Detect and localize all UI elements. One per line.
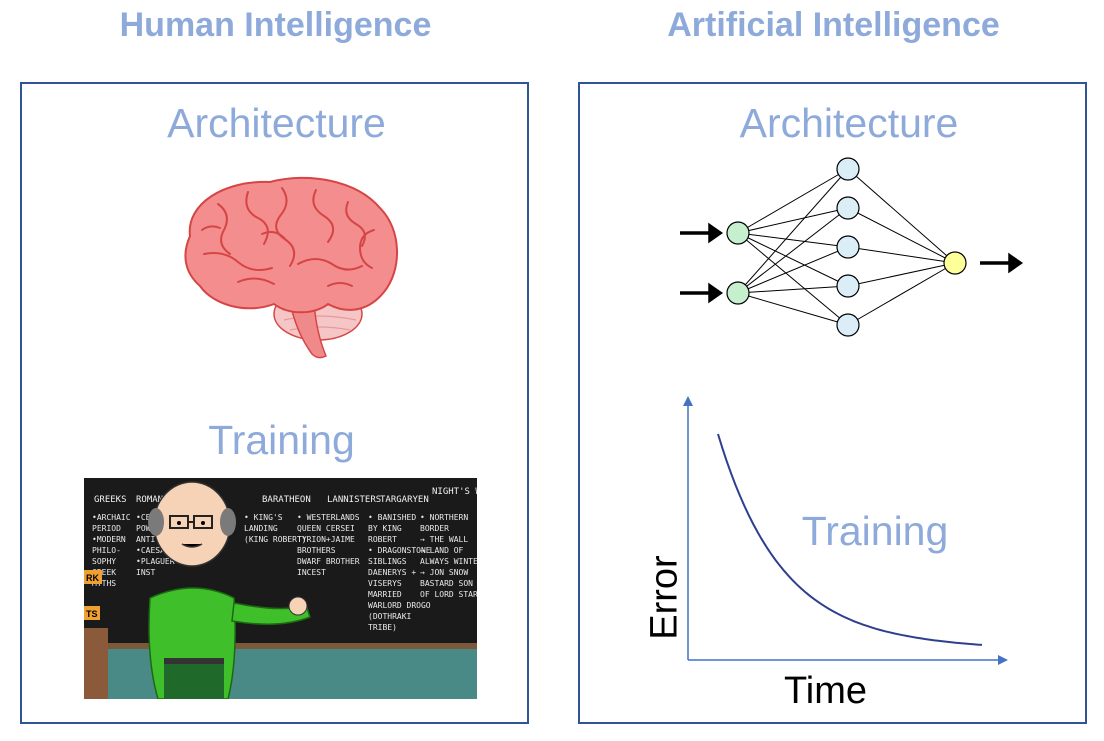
network-edge <box>737 246 849 294</box>
network-edge <box>737 292 849 326</box>
input-arrowhead-2 <box>708 282 724 304</box>
error-time-chart <box>683 396 1008 665</box>
y-axis-label: Error <box>643 555 686 640</box>
board-text-partial: •PLAGUER <box>136 557 175 566</box>
board-text-col5: BY KING <box>368 524 402 533</box>
board-header-nights-watch: NIGHT'S WATCH <box>432 487 477 497</box>
network-edge <box>737 207 849 234</box>
board-text-col5: ROBERT <box>368 535 397 544</box>
board-text-col6: • NORTHERN <box>420 513 468 522</box>
board-text-col5: • DRAGONSTONE <box>368 546 431 555</box>
board-text-partial: •CAESA <box>136 546 165 555</box>
board-text-col4: QUEEN CERSEI <box>297 524 355 533</box>
hidden-node <box>836 274 860 298</box>
board-text-col5: DAENERYS + <box>368 568 416 577</box>
hidden-node <box>836 235 860 259</box>
board-text-col6: → JON SNOW <box>420 568 468 577</box>
board-text-col5: • BANISHED <box>368 513 416 522</box>
human-intelligence-title: Human Intelligence <box>119 6 432 44</box>
board-text-col1: SOPHY <box>92 557 116 566</box>
board-text-partial: ANTI <box>136 535 155 544</box>
board-text-col6: ALWAYS WINTER <box>420 557 477 566</box>
board-text-col1: PERIOD <box>92 524 121 533</box>
error-curve <box>717 433 983 646</box>
teacher-character <box>148 481 311 699</box>
chalkboard-scene: GREEKS ROMANS BARATHEON LANNISTERS TARGA… <box>84 478 477 699</box>
network-edge <box>737 232 849 248</box>
board-text-col3: LANDING <box>244 524 278 533</box>
board-text-col5: SIBLINGS <box>368 557 407 566</box>
board-text-col4: • WESTERLANDS <box>297 513 360 522</box>
output-arrowhead <box>1008 252 1024 274</box>
output-node <box>943 251 967 275</box>
board-text-col4: DWARF BROTHER <box>297 557 360 566</box>
board-text-col1: GREEK <box>92 568 116 577</box>
board-text-col3: (KING ROBERT) <box>244 535 307 544</box>
hidden-node <box>836 157 860 181</box>
board-text-col3: • KING'S <box>244 513 283 522</box>
network-edge <box>737 207 849 294</box>
artificial-intelligence-panel: Architecture Training Time Error <box>578 82 1087 724</box>
board-header-greeks: GREEKS <box>94 495 127 505</box>
board-text-col5: (DOTHRAKI <box>368 612 412 621</box>
board-header-baratheon: BARATHEON <box>262 495 311 505</box>
network-edge <box>847 246 956 264</box>
input-arrowhead-1 <box>708 222 724 244</box>
brain-icon <box>184 176 398 359</box>
board-text-col6: OF LORD STARK <box>420 590 477 599</box>
teacher-chalkboard-illustration: GREEKS ROMANS BARATHEON LANNISTERS TARGA… <box>84 478 477 699</box>
board-text-col5: VISERYS <box>368 579 402 588</box>
board-text-partial: INST <box>136 568 155 577</box>
board-text-col6: → LAND OF <box>420 546 464 555</box>
human-intelligence-panel: Architecture Training <box>20 82 529 724</box>
y-axis-arrowhead <box>683 396 693 406</box>
board-text-col6: BASTARD SON <box>420 579 473 588</box>
board-text-partial: POW <box>136 524 151 533</box>
artificial-intelligence-title: Artificial Intelligence <box>667 6 1000 44</box>
board-header-romans: ROMANS <box>136 495 169 505</box>
board-header-lannisters: LANNISTERS <box>327 495 381 505</box>
board-sign-1: RK <box>86 573 99 583</box>
board-text-col1: MYTHS <box>92 579 116 588</box>
network-edge <box>847 262 956 287</box>
network-edge <box>737 168 849 234</box>
board-text-col4: INCEST <box>297 568 326 577</box>
board-text-col1: •ARCHAIC <box>92 513 131 522</box>
input-node <box>726 221 750 245</box>
board-text-col1: •MODERN <box>92 535 126 544</box>
human-training-label: Training <box>208 417 355 463</box>
board-text-col6: → THE WALL <box>420 535 468 544</box>
network-edge <box>737 285 849 294</box>
board-text-partial: •CE <box>136 513 151 522</box>
board-text-col6: BORDER <box>420 524 449 533</box>
hidden-node <box>836 313 860 337</box>
board-sign-2: TS <box>86 609 98 619</box>
network-edge <box>737 232 849 326</box>
human-architecture-label: Architecture <box>167 100 386 146</box>
board-header-targaryen: TARGARYEN <box>380 495 429 505</box>
ai-architecture-label: Architecture <box>739 100 959 146</box>
input-node <box>726 281 750 305</box>
board-text-col4: TYRION+JAIME <box>297 535 355 544</box>
x-axis-arrowhead <box>998 655 1008 665</box>
hidden-node <box>836 196 860 220</box>
ai-training-label: Training <box>801 508 949 554</box>
neural-network-diagram <box>680 157 1024 337</box>
board-text-col5: MARRIED <box>368 590 402 599</box>
board-text-col1: PHILO- <box>92 546 121 555</box>
network-edge <box>737 168 849 294</box>
board-text-col4: BROTHERS <box>297 546 336 555</box>
x-axis-label: Time <box>784 670 868 712</box>
network-edge <box>847 262 956 326</box>
board-text-col5: WARLORD DROGO <box>368 601 431 610</box>
network-edge <box>737 232 849 287</box>
board-text-col5: TRIBE) <box>368 623 397 632</box>
network-edge <box>847 207 956 264</box>
network-edge <box>847 168 956 264</box>
